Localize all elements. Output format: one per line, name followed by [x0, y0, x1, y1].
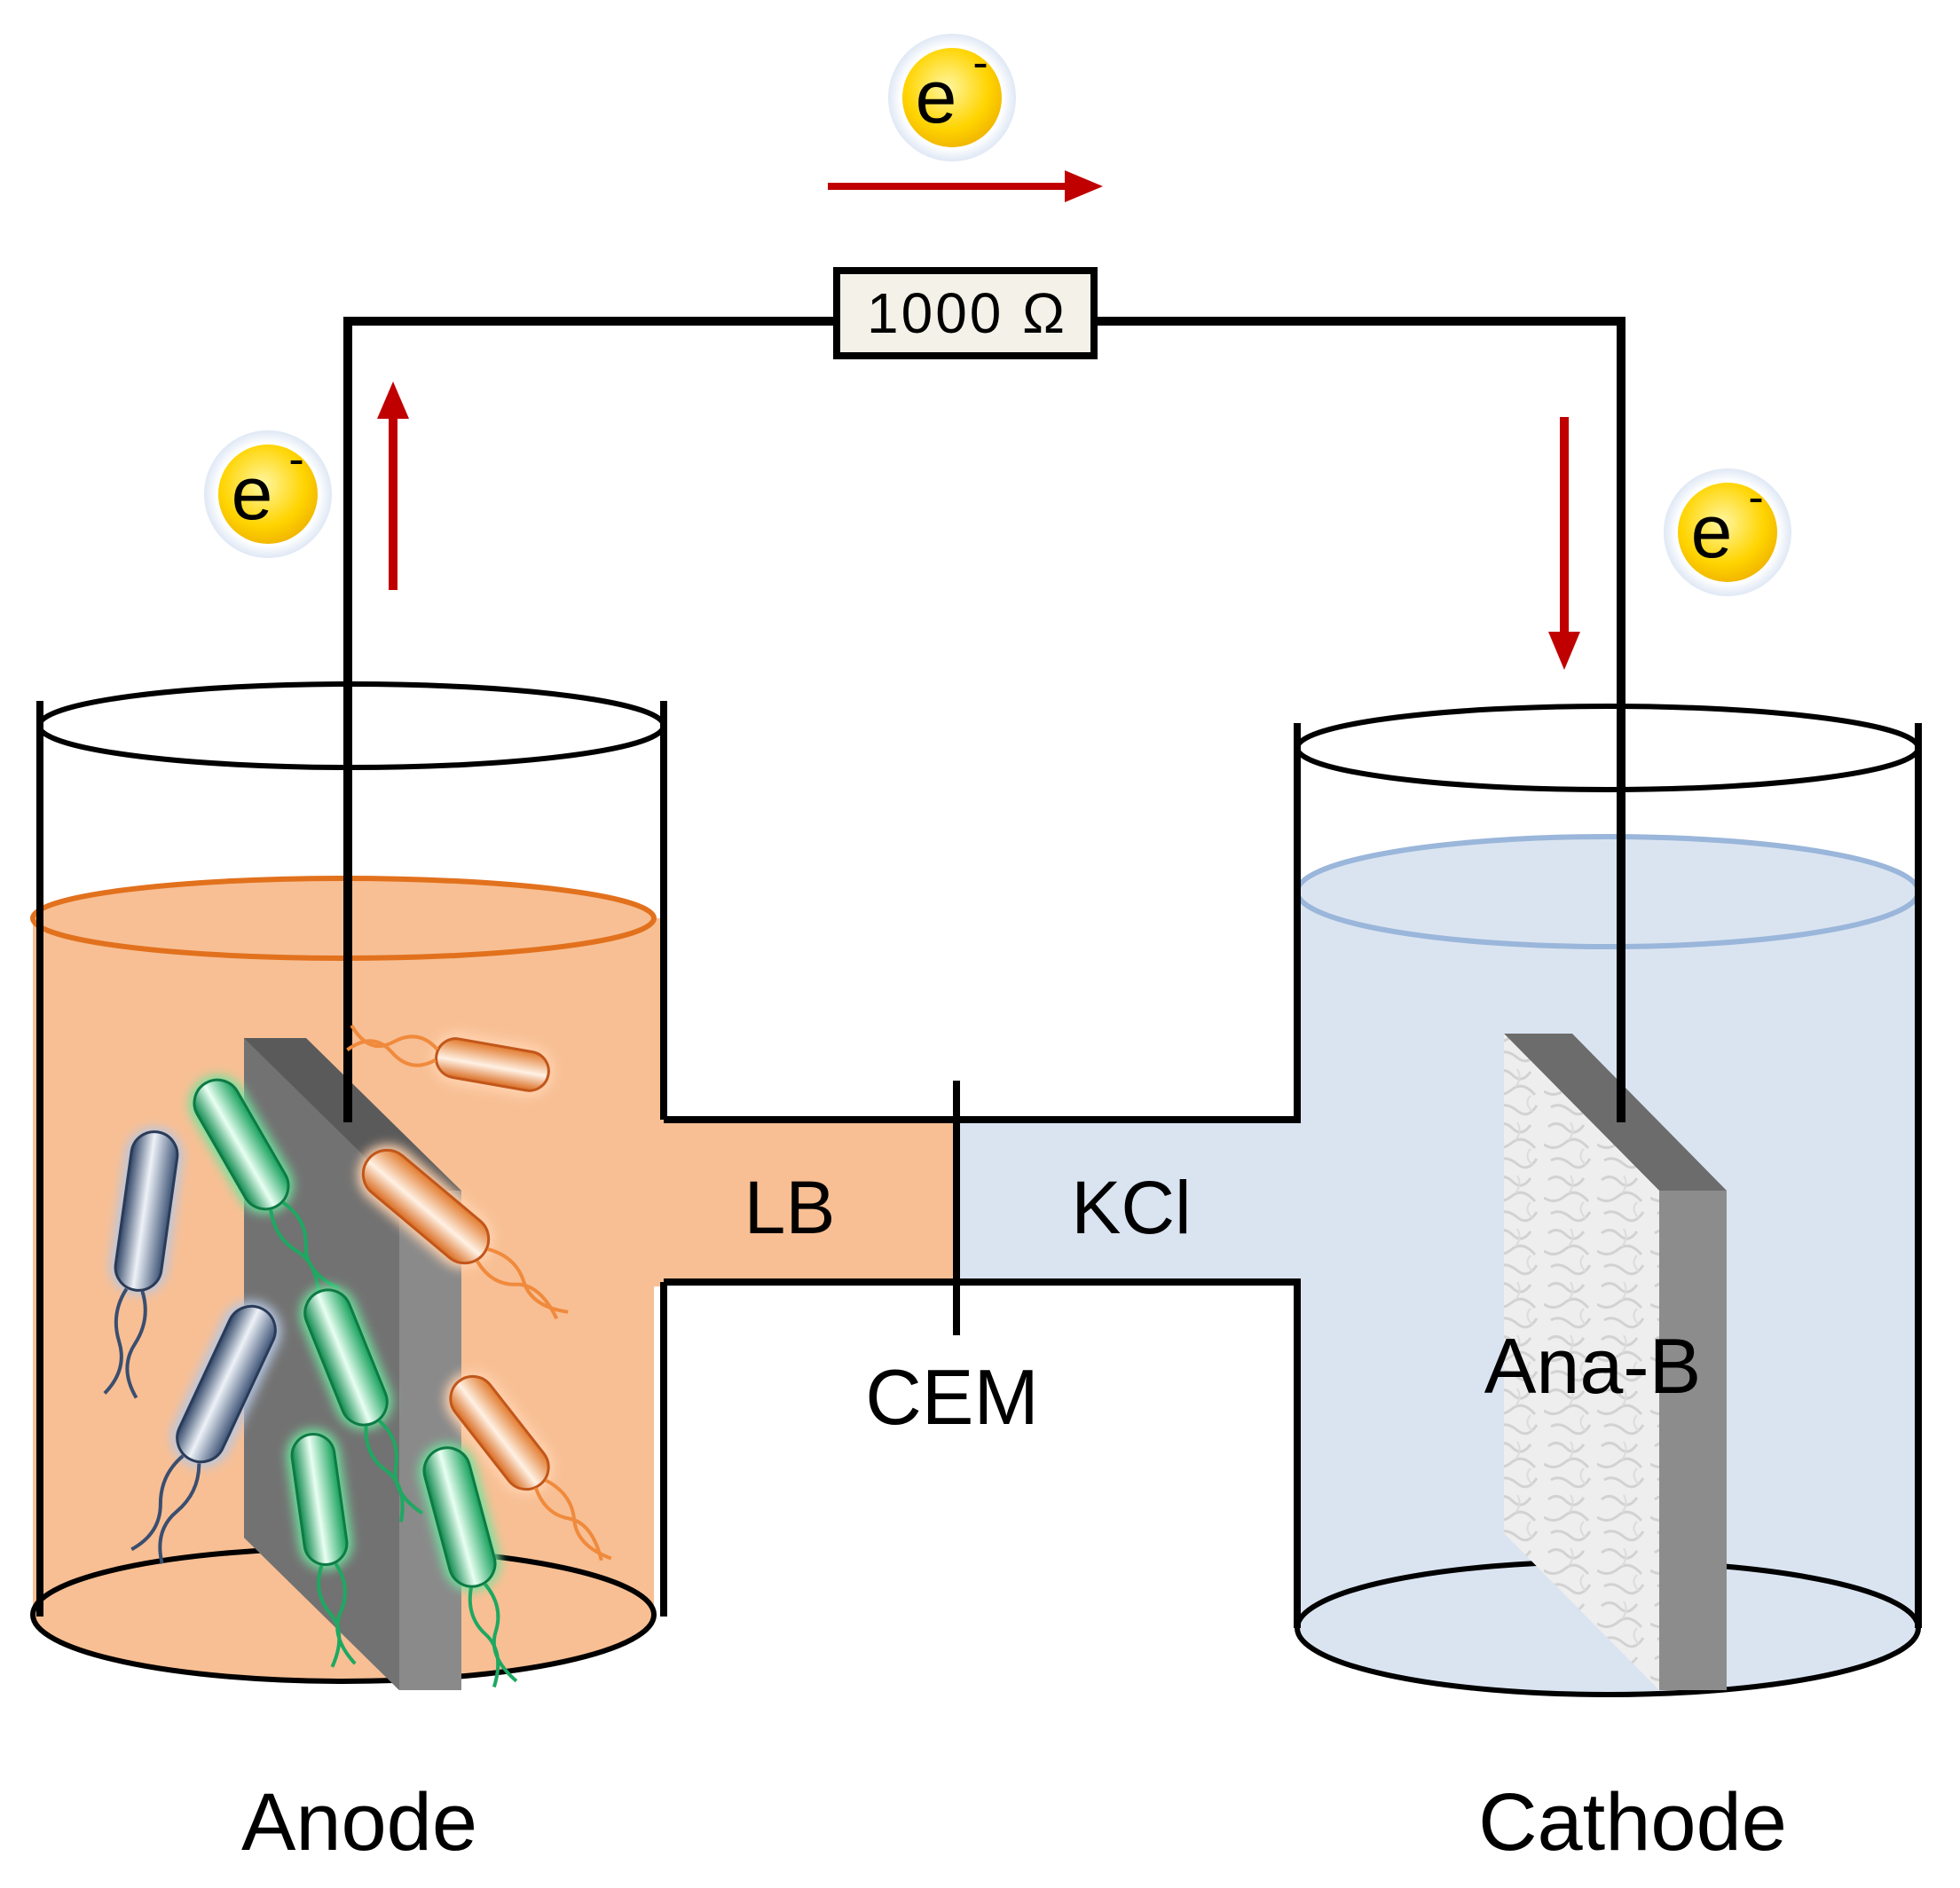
electron-left: e -: [204, 430, 332, 558]
bacterium: [287, 1428, 357, 1668]
cathode-bottom: [1295, 1627, 1921, 1697]
cathode-label: Cathode: [1478, 1777, 1787, 1868]
arrow-up: [377, 382, 409, 590]
current-arrows: [377, 170, 1580, 670]
bacterium: [103, 1127, 183, 1399]
bacterium: [346, 1024, 555, 1097]
cathode-liquid-surface: [1295, 834, 1921, 949]
electron-charge: -: [972, 37, 988, 89]
bacterium: [130, 1301, 281, 1564]
anode-label: Anode: [241, 1777, 477, 1868]
resistor: 1000 Ω: [833, 267, 1098, 359]
membrane-label: CEM: [865, 1353, 1039, 1441]
bacteria-group: [103, 1024, 612, 1688]
cathode-rim: [1295, 704, 1921, 792]
external-circuit: [343, 317, 1625, 1122]
salt-bridge: [664, 1081, 1301, 1335]
arrow-right: [828, 170, 1103, 202]
bacterium: [189, 1075, 340, 1300]
resistor-label: 1000 Ω: [867, 281, 1067, 345]
electron-symbol: e: [232, 452, 273, 535]
cathode-felt: [1504, 1034, 1659, 1690]
anode-medium-label: LB: [744, 1166, 836, 1249]
electron-charge: -: [1748, 472, 1763, 523]
arrow-down: [1548, 417, 1580, 670]
electron-charge: -: [288, 434, 303, 485]
anode-bottom: [30, 1614, 657, 1684]
bacterium: [419, 1443, 518, 1688]
bacterium: [445, 1371, 612, 1562]
bacterium: [300, 1285, 424, 1522]
electron-symbol: e: [1691, 490, 1733, 573]
cathode-material-label: Ana-B: [1484, 1322, 1702, 1410]
cathode-medium-label: KCl: [1071, 1166, 1191, 1249]
electron-right: e -: [1664, 468, 1791, 596]
bacterium: [358, 1145, 569, 1320]
cathode-electrode: [1504, 1034, 1727, 1690]
electron-symbol: e: [916, 55, 957, 138]
electron-top: e -: [888, 34, 1016, 161]
